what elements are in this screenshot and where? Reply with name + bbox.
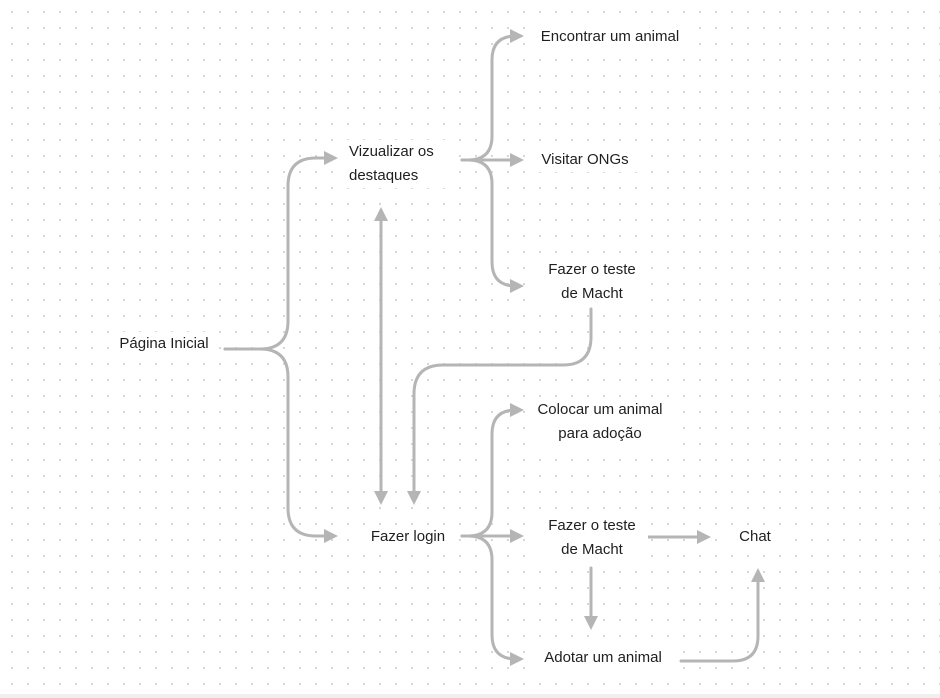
node-chat[interactable]: Chat (729, 525, 781, 549)
arrowhead-destaques (324, 151, 338, 165)
node-label-line: Visitar ONGs (541, 151, 629, 168)
arrowhead-up-destaques (374, 207, 388, 221)
node-label-line: Página Inicial (119, 335, 209, 352)
node-label-line: destaques (349, 167, 419, 184)
arrowhead-visitar (510, 153, 524, 167)
arrowhead-down-login-2 (407, 491, 421, 505)
arrowhead-down-adotar (584, 616, 598, 630)
arrowhead-teste-top (510, 279, 524, 293)
arrowhead-down-login-1 (374, 491, 388, 505)
node-colocar-animal[interactable]: Colocar um animal para adoção (525, 398, 675, 446)
node-label-line: Fazer o teste (548, 517, 636, 534)
connector-adotar-to-chat (679, 580, 760, 663)
node-fazer-login[interactable]: Fazer login (359, 525, 457, 549)
node-encontrar-animal[interactable]: Encontrar um animal (528, 25, 692, 49)
node-label-line: Chat (739, 528, 771, 545)
node-label-line: Vizualizar os (349, 143, 434, 160)
node-vizualizar-destaques[interactable]: Vizualizar os destaques (346, 140, 450, 188)
node-label-line: de Macht (561, 541, 623, 558)
node-label-line: Fazer o teste (548, 261, 636, 278)
connector-login-to-adotar (460, 534, 518, 661)
connector-destaques-to-encontrar (460, 34, 518, 162)
node-label-line: Colocar um animal (537, 401, 663, 418)
node-label-line: de Macht (561, 285, 623, 302)
arrowhead-colocar (510, 403, 524, 417)
node-label-line: para adoção (558, 425, 642, 442)
arrowhead-up-chat (751, 568, 765, 582)
canvas-bottom-edge (0, 694, 940, 698)
arrowhead-encontrar (510, 29, 524, 43)
node-fazer-teste-macht-bottom[interactable]: Fazer o teste de Macht (536, 514, 648, 562)
arrowhead-chat (697, 530, 711, 544)
arrowhead-teste-bottom (510, 529, 524, 543)
connector-teste-top-to-login (412, 307, 593, 495)
connector-inicial-to-destaques (223, 156, 328, 351)
node-label-line: Fazer login (370, 528, 446, 545)
node-fazer-teste-macht-top[interactable]: Fazer o teste de Macht (536, 258, 648, 306)
arrowhead-login (324, 529, 338, 543)
node-label-line: Adotar um animal (544, 649, 662, 666)
node-adotar-animal[interactable]: Adotar um animal (531, 646, 675, 670)
node-visitar-ongs[interactable]: Visitar ONGs (533, 148, 637, 172)
connector-destaques-to-teste-top (460, 158, 518, 288)
arrowhead-adotar (510, 652, 524, 666)
connector-inicial-to-login (223, 347, 328, 538)
connector-login-to-colocar (460, 408, 518, 538)
node-label-line: Encontrar um animal (540, 28, 680, 45)
node-pagina-inicial[interactable]: Página Inicial (112, 332, 216, 356)
